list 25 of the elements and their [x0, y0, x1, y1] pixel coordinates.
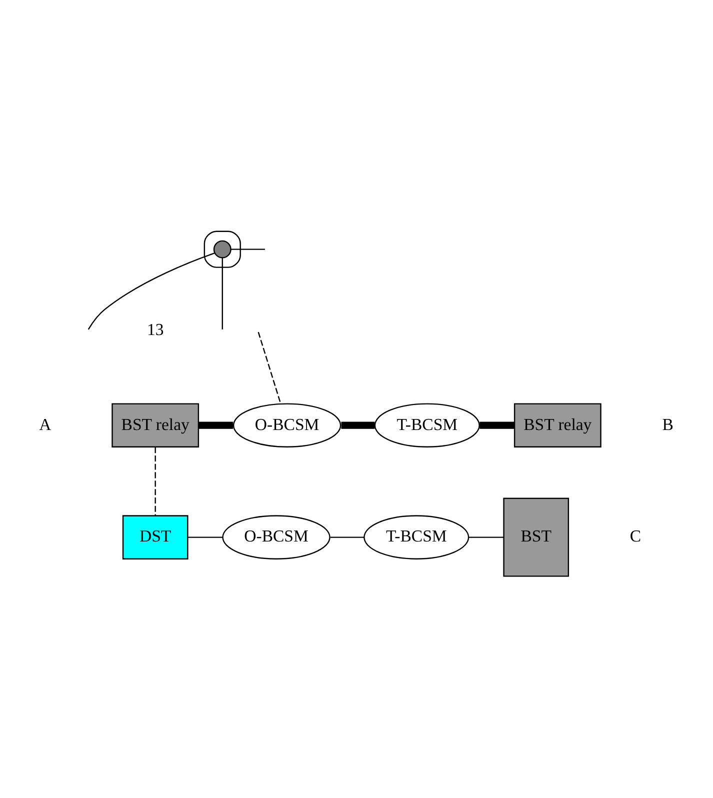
label: B: [662, 414, 674, 434]
node-box: DST: [122, 515, 188, 560]
connector: [258, 332, 282, 404]
connector: [198, 422, 234, 429]
connector: [330, 536, 364, 538]
cluster: [204, 230, 241, 268]
connector: [88, 252, 215, 330]
label: 13: [146, 320, 164, 340]
node-ellipse: O-BCSM: [222, 515, 330, 560]
connector: [480, 422, 514, 429]
connector: [188, 536, 222, 538]
node-box: BST: [503, 498, 570, 577]
label: A: [39, 414, 52, 434]
node-ellipse: T-BCSM: [364, 515, 470, 560]
connector: [341, 422, 375, 429]
connector: [154, 447, 156, 516]
connector: [468, 536, 504, 538]
connector: [230, 248, 265, 250]
node-ellipse: T-BCSM: [374, 403, 480, 448]
node-ellipse: O-BCSM: [232, 403, 342, 448]
node-circle: [213, 240, 232, 258]
label: C: [630, 526, 642, 546]
connector: [222, 258, 223, 330]
node-box: BST relay: [112, 403, 200, 448]
node-box: BST relay: [514, 403, 602, 448]
